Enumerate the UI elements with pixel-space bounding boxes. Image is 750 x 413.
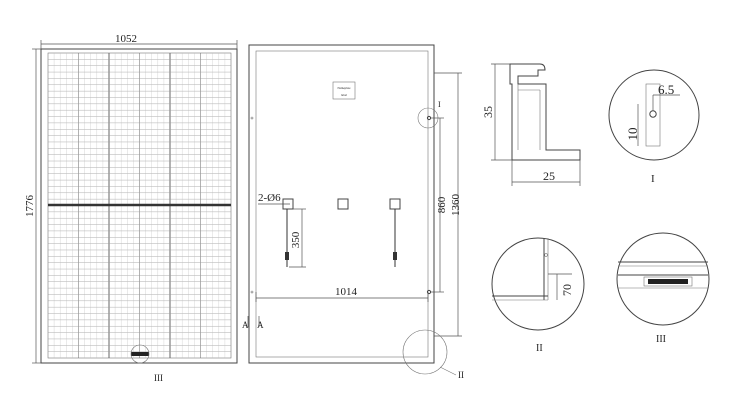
front-width-label: 1052 (115, 33, 137, 45)
detail-iii-caption: III (656, 334, 666, 345)
detail-iii-callout-circle (130, 344, 150, 364)
connector-right (393, 252, 397, 260)
detail-ii-caption: II (536, 343, 543, 354)
mounting-holes-label: 2-Ø6 (258, 192, 281, 204)
frame-profile: 35 25 (481, 63, 581, 186)
side-mark-top (250, 116, 254, 120)
junction-box-right (389, 198, 401, 210)
detail-ii-marker: II (458, 370, 464, 380)
detail-i-frame-edge (645, 83, 661, 147)
detail-ii-leader (439, 366, 457, 376)
profile-outline (509, 63, 581, 161)
detail-i-caption: I (651, 173, 655, 185)
detail-ii: 70 II (491, 237, 585, 354)
detail-i-hole-label: 6.5 (658, 82, 674, 97)
detail-ii-circle (491, 237, 585, 331)
front-view: III 1052 1776 (24, 33, 238, 383)
detail-iii-slot-outline (643, 276, 693, 287)
nameplate-text-2: label (341, 93, 347, 97)
width-between-label: 1014 (335, 286, 358, 298)
detail-iii-circle (616, 232, 710, 326)
connector-left (285, 252, 289, 260)
mounting-hole-bottom (426, 289, 432, 295)
detail-i: 6.5 10 I (608, 69, 700, 185)
profile-width-label: 25 (543, 169, 555, 183)
hole-spacing-label: 860 (436, 196, 448, 213)
mounting-hole-top (426, 115, 432, 121)
profile-height-label: 35 (481, 106, 495, 118)
frame-length-label: 1360 (450, 194, 462, 217)
front-height-label: 1776 (24, 195, 36, 218)
detail-iii-slot (648, 279, 688, 284)
nameplate-label (332, 81, 356, 100)
back-frame-inner (255, 50, 429, 358)
nameplate-text-1: Nameplate (338, 86, 352, 90)
front-section-marker: III (154, 373, 163, 383)
side-mark-bottom (250, 290, 254, 294)
detail-ii-hole (544, 253, 548, 257)
detail-ii-dim-label: 70 (560, 284, 574, 296)
back-frame-outer (248, 44, 435, 364)
section-a-right-label: A (257, 320, 264, 330)
back-view: Nameplate label 350 2-Ø6 I 860 (242, 44, 464, 380)
detail-ii-callout-circle (402, 329, 448, 375)
cable-length-label: 350 (290, 231, 302, 248)
junction-box-center (337, 198, 349, 210)
detail-i-edge-label: 10 (625, 128, 640, 141)
section-a-left-label: A (242, 320, 249, 330)
detail-i-hole (649, 110, 657, 118)
detail-i-circle (608, 69, 700, 161)
detail-iii: III (616, 232, 710, 345)
junction-slot (131, 352, 149, 356)
detail-i-marker: I (438, 100, 441, 109)
